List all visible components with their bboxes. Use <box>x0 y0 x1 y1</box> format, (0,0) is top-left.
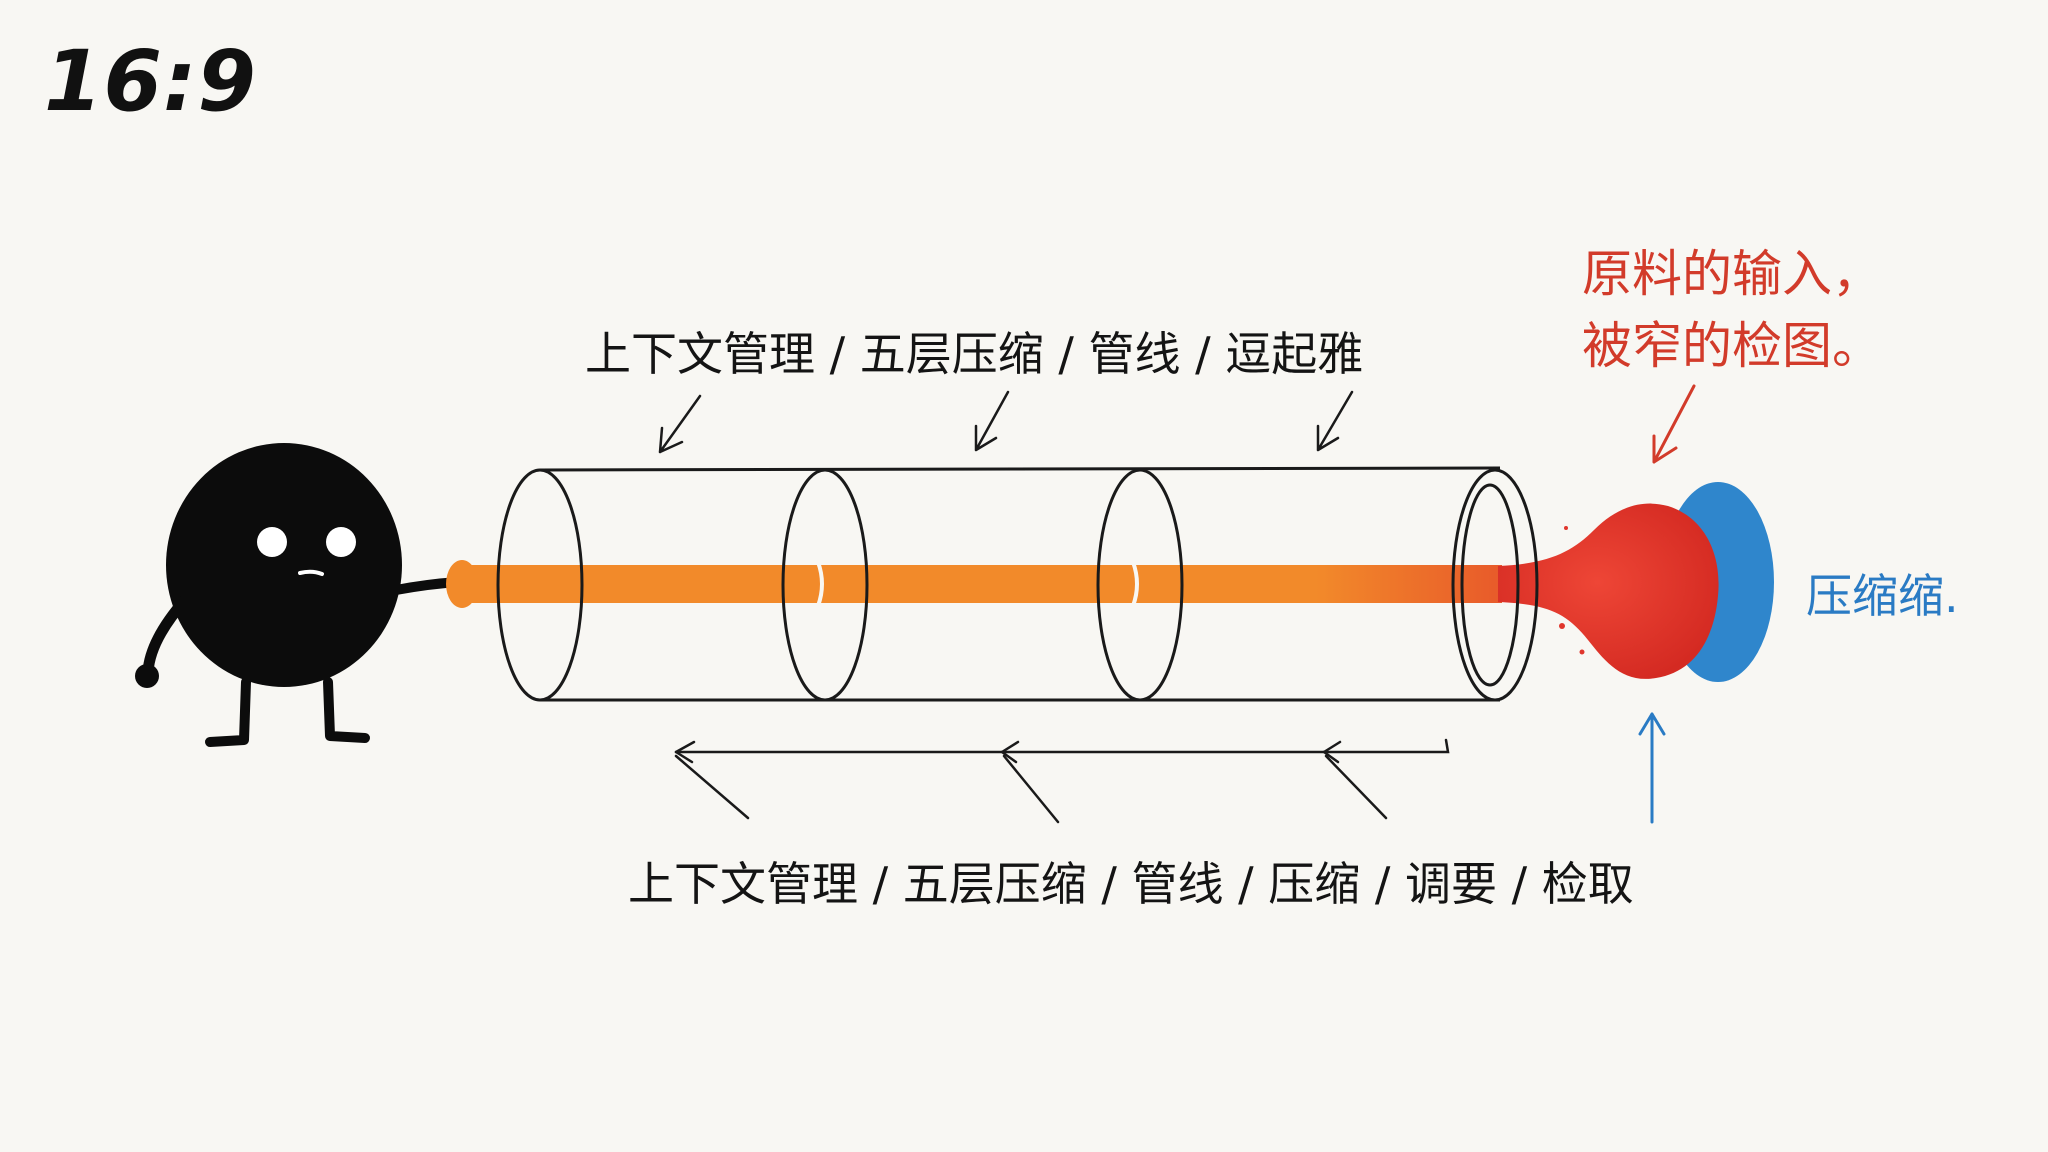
red-annotation-line-2: 被窄的检图。 <box>1582 317 1882 375</box>
character <box>135 443 463 747</box>
blue-annotation: 压缩缩. <box>1806 569 1959 623</box>
character-right-leg <box>323 677 370 743</box>
character-right-eye <box>326 527 356 557</box>
character-left-eye <box>257 527 287 557</box>
feedback-arrowhead-1 <box>674 740 696 764</box>
notch-ring-3 <box>1131 561 1139 607</box>
tube-ring-3 <box>1096 468 1184 702</box>
blue-arrow <box>1638 712 1666 824</box>
top-arrow-1 <box>658 394 702 454</box>
feedback-arrowhead-3 <box>1322 740 1342 764</box>
bottom-stage-label: 上下文管理 / 五层压缩 / 管线 / 压缩 / 调要 / 检取 <box>628 857 1634 911</box>
stream-notches <box>816 561 1139 607</box>
tube-top-edge <box>539 466 1501 472</box>
feedback-diagonal-2 <box>1002 754 1060 824</box>
data-stream <box>446 560 1502 608</box>
pipeline-tube <box>496 466 1539 702</box>
red-bulb <box>1498 503 1719 679</box>
red-speck <box>1559 623 1565 629</box>
tube-ring-2 <box>781 468 869 702</box>
red-speck <box>1564 526 1568 530</box>
feedback-diagonal-1 <box>674 754 750 820</box>
character-mouth <box>298 569 324 576</box>
character-body <box>166 443 402 687</box>
red-arrow <box>1652 384 1696 464</box>
red-annotation: 原料的输入， 被窄的检图。 <box>1582 238 1882 382</box>
red-speck <box>1579 649 1585 655</box>
tube-ring-4 <box>1451 468 1539 702</box>
notch-ring-2 <box>816 561 824 607</box>
top-arrow-3 <box>1316 390 1354 452</box>
tube-ring-4-inner <box>1460 483 1520 687</box>
tube-ring-1 <box>496 468 584 702</box>
feedback-diagonal-3 <box>1324 754 1388 820</box>
character-left-hand <box>135 664 159 688</box>
stream-bar <box>462 565 1502 603</box>
aspect-ratio-label: 16:9 <box>44 32 257 130</box>
red-annotation-line-1: 原料的输入， <box>1582 245 1882 303</box>
feedback-line <box>674 738 1450 754</box>
top-arrows <box>658 390 1354 454</box>
character-left-leg <box>205 677 251 747</box>
feedback-arrowhead-2 <box>1000 740 1020 764</box>
compression-output <box>1498 482 1774 682</box>
feedback-arrows <box>674 738 1450 824</box>
character-left-arm <box>142 594 191 678</box>
top-stage-label: 上下文管理 / 五层压缩 / 管线 / 逗起雅 <box>585 327 1364 381</box>
top-arrow-2 <box>974 390 1010 452</box>
